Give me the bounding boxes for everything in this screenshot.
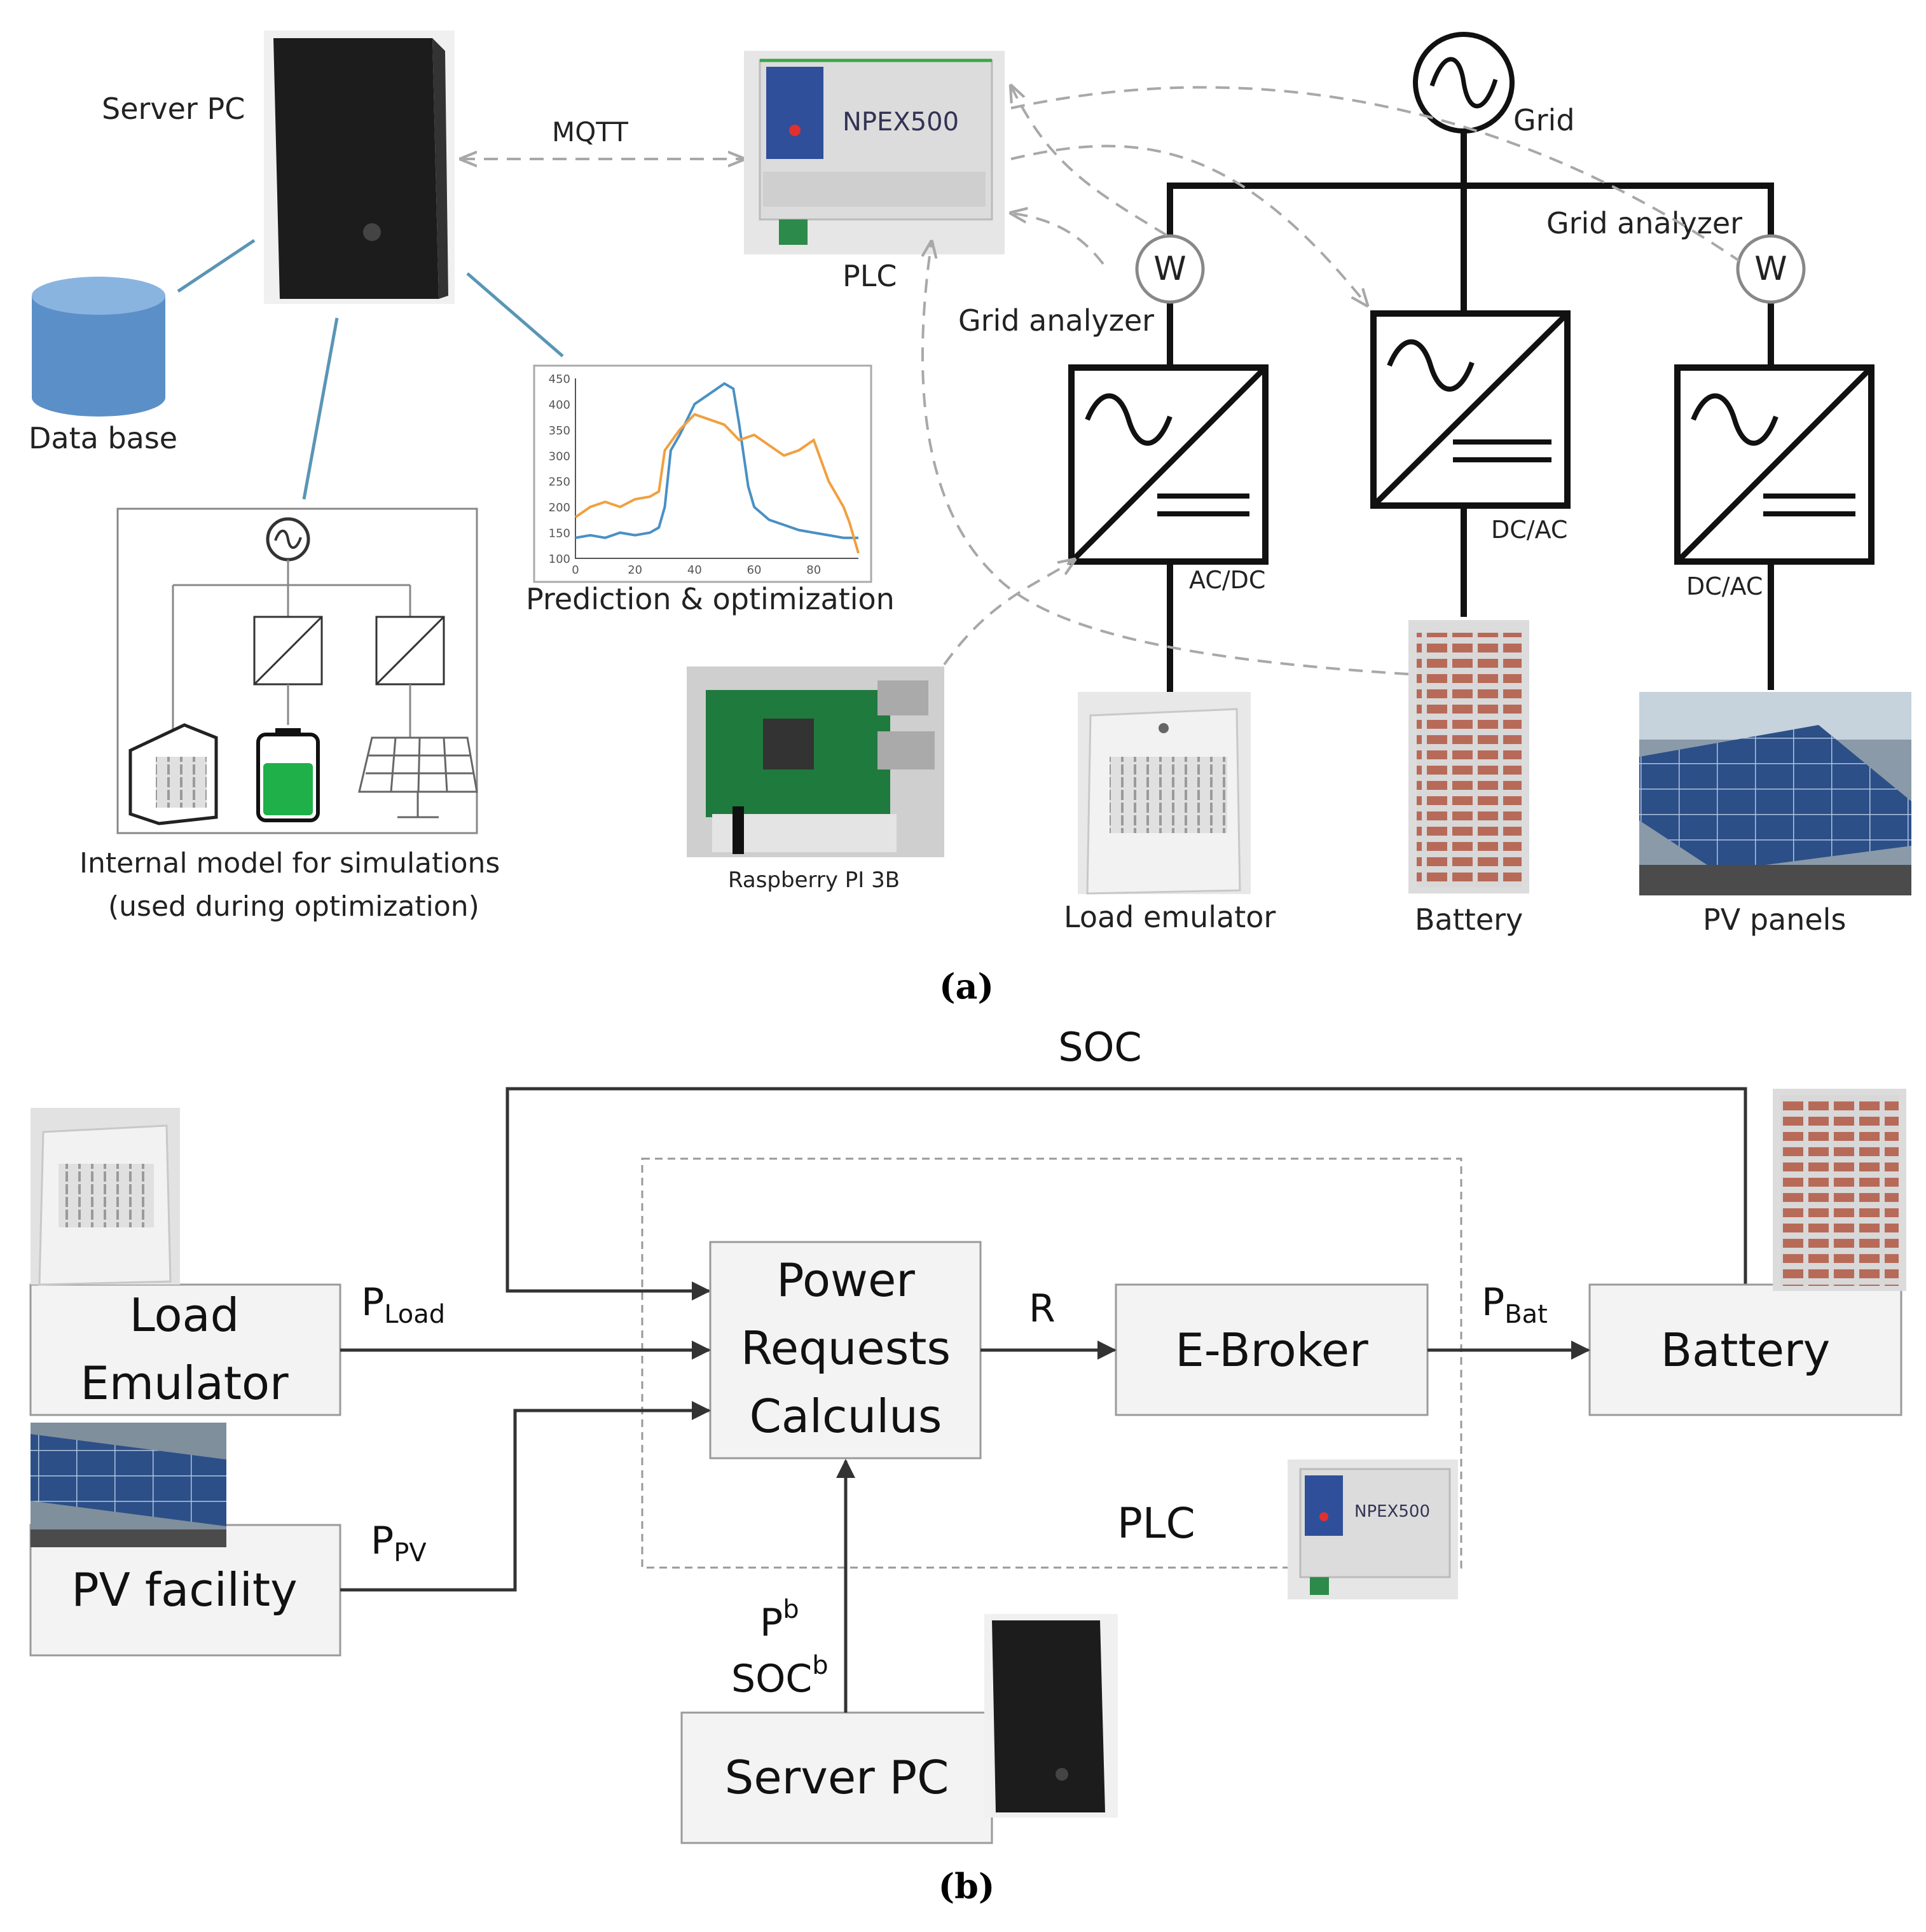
battery-photo-b [1773,1089,1906,1291]
internal-model-label-2: (used during optimization) [108,890,479,923]
chart-series-line-2 [574,413,860,554]
e-broker-label: E-Broker [1175,1323,1368,1377]
server-pc-box-label: Server PC [725,1751,949,1804]
chart-axes [575,378,858,559]
server-pc-label: Server PC [102,92,245,126]
x-tick-label: 40 [687,563,702,577]
wattmeter-left-icon [1135,234,1205,304]
server-pc-box [680,1711,993,1844]
y-tick-label: 250 [549,476,570,489]
raspberry-pi-label: Raspberry PI 3B [728,867,900,893]
internal-model-box [116,507,478,834]
wattmeter-right-symbol: W [1754,250,1787,288]
plc-photo-b: NPEX500 [1288,1459,1458,1599]
p-load-label: PLoad [361,1280,445,1329]
load-emulator-box-line2: Emulator [80,1356,289,1410]
load-emulator-photo-b [31,1108,180,1286]
soc-label: SOC [1058,1024,1141,1070]
internal-model-label-1: Internal model for simulations [79,847,500,880]
converter-pv-label: DC/AC [1686,572,1763,600]
raspberry-pi-photo [687,666,944,857]
grid-analyzer-right-label: Grid analyzer [1546,206,1742,240]
pv-panels-photo [1639,692,1911,895]
battery-box [1588,1283,1902,1416]
plc-photo: NPEX500 [744,51,1005,254]
link-server-model [302,317,339,500]
plc-brand-text: NPEX500 [843,107,959,137]
y-tick-label: 300 [549,450,570,463]
soc-b-label: SOCb [731,1651,829,1701]
grid-label: Grid [1513,103,1575,137]
battery-box-label: Battery [1661,1323,1830,1377]
power-requests-line2: Requests [741,1321,951,1375]
grid-bus [1167,131,1774,693]
pv-panels-label: PV panels [1703,902,1846,937]
wattmeter-left-symbol: W [1153,250,1186,288]
load-emulator-box [29,1283,341,1416]
soc-feedback-arrow [506,1087,1747,1301]
converter-battery-icon [1370,310,1571,509]
y-tick-label: 400 [549,398,570,411]
model-pv-panel-icon [358,736,478,818]
p-pv-arrow [340,1401,711,1592]
plc-label: PLC [843,259,897,293]
link-server-prediction [466,272,564,357]
prediction-label: Prediction & optimization [526,582,895,616]
y-tick-label: 200 [549,501,570,514]
p-bat-label: PBat [1482,1280,1548,1329]
caption-b: (b) [939,1866,995,1907]
link-server-database [177,238,256,293]
pv-facility-box-label: PV facility [71,1563,297,1617]
converter-battery-label: DC/AC [1491,516,1567,544]
server-pc-photo-b [984,1614,1118,1818]
p-b-label: Pb [760,1595,799,1645]
pv-facility-photo-b [31,1423,226,1547]
plc-brand-text-b: NPEX500 [1354,1502,1430,1521]
r-label: R [1029,1287,1056,1331]
mqtt-label: MQTT [552,116,628,148]
battery-photo [1408,620,1529,894]
plc-region [641,1157,1462,1569]
y-tick-label: 450 [549,373,570,386]
y-tick-label: 150 [549,527,570,541]
sine-wave-icon [1429,57,1498,109]
x-tick-label: 20 [628,563,642,577]
x-tick-label: 80 [806,563,821,577]
server-pc-photo [264,31,455,304]
prediction-chart: 100 150 200 250 300 350 400 450 0 20 40 60 80 [533,364,872,583]
plc-comm-links [923,86,1740,675]
chart-series-line-1 [575,382,858,539]
load-emulator-label: Load emulator [1064,900,1276,934]
load-emulator-box-line1: Load [130,1288,240,1342]
model-battery-icon [256,728,320,822]
power-requests-line3: Calculus [750,1390,942,1443]
y-tick-label: 350 [549,424,570,438]
load-emulator-photo [1078,692,1251,895]
battery-label: Battery [1415,902,1523,937]
database-icon [32,277,165,417]
e-broker-box [1115,1283,1429,1416]
p-pv-label: PPV [371,1519,427,1568]
caption-a: (a) [939,966,994,1007]
converter-pv-icon [1674,364,1874,565]
model-building-icon [128,723,218,825]
x-tick-label: 0 [572,563,579,577]
power-requests-line1: Power [776,1253,915,1307]
grid-analyzer-left-label: Grid analyzer [958,303,1154,338]
plc-region-label: PLC [1117,1499,1195,1548]
database-label: Data base [29,421,177,455]
power-requests-box [709,1241,982,1459]
converter-load-label: AC/DC [1189,566,1265,594]
wattmeter-right-icon [1736,234,1806,304]
converter-load-icon [1068,364,1269,565]
y-tick-label: 100 [549,553,570,566]
x-tick-label: 60 [747,563,762,577]
